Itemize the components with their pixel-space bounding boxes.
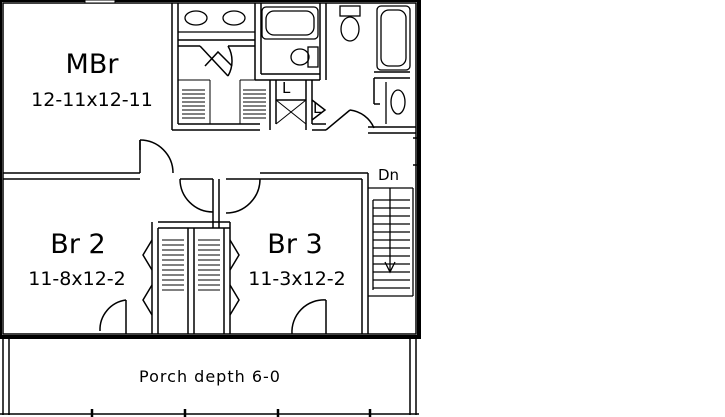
hall-tub [376,5,411,71]
bedroom-closet-shelf-right [198,239,220,291]
stairs [368,187,414,297]
closet-shelves [162,79,307,291]
stair-down-arrow [384,188,396,274]
master-tub [261,6,319,40]
linen-closet-label-2: L [313,99,322,117]
master-toilet [290,46,319,68]
linen-closet-label-1: L [282,79,291,97]
master-bedroom-name: MBr [66,49,120,80]
master-closet-shelf-left [182,89,205,119]
bedroom2-size: 11-8x12-2 [28,268,126,290]
bedroom2-name: Br 2 [50,229,105,260]
bedroom3-size: 11-3x12-2 [248,268,346,290]
stairs-label: Dn [378,166,399,184]
porch [0,0,419,417]
outer-walls [0,0,421,339]
bedroom3-name: Br 3 [267,229,322,260]
bedroom-closet-shelf-left [162,239,184,291]
hall-lav [385,82,406,124]
master-vanity [178,10,255,33]
master-bedroom-size: 12-11x12-11 [31,89,153,111]
master-closet-shelf-right [243,89,266,119]
hall-toilet [339,5,361,42]
porch-label: Porch depth 6-0 [139,367,281,386]
interior-walls [3,3,416,334]
porch-posts [90,409,372,417]
bath-fixtures [178,5,411,124]
doors [99,45,419,335]
